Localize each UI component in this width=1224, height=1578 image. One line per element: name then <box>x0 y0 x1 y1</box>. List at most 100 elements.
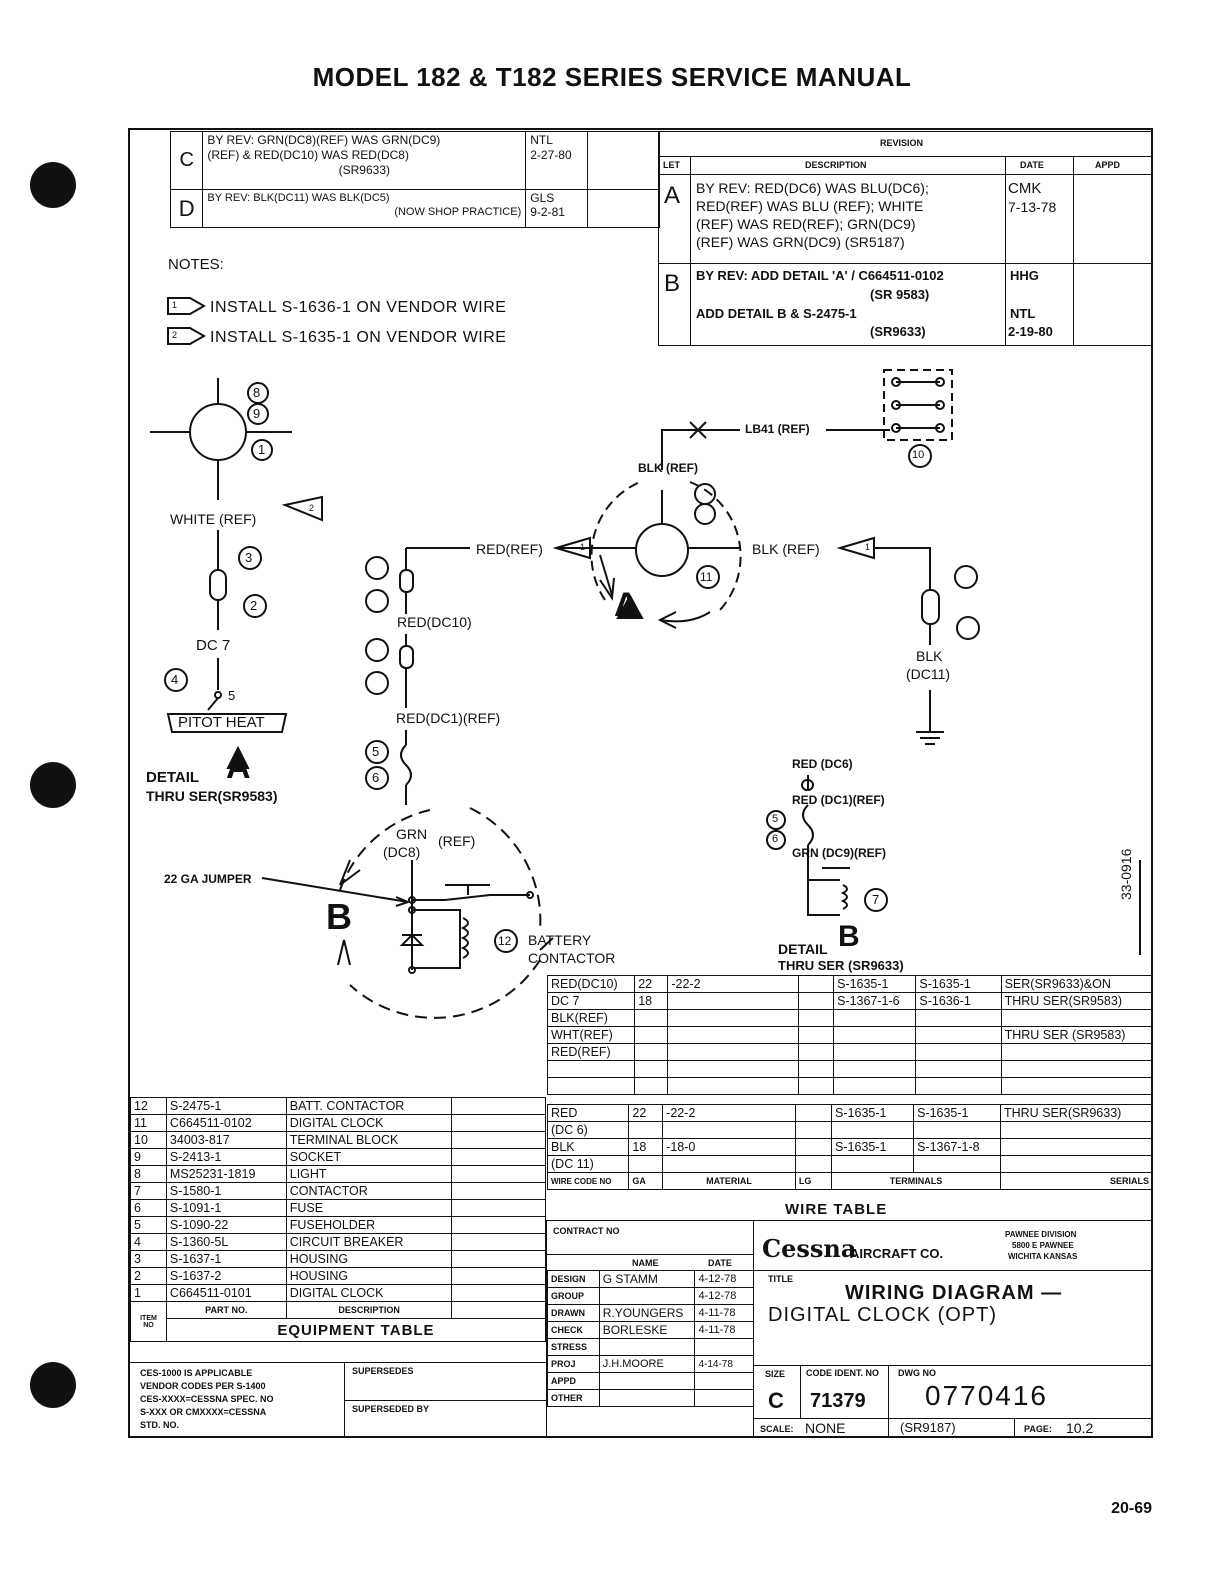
note-2-flag: 2 <box>172 330 178 340</box>
code-ident: 71379 <box>810 1390 866 1412</box>
rev-letter: D <box>169 189 204 228</box>
balloon-1: 1 <box>258 442 266 457</box>
revision-table-right <box>658 131 1153 346</box>
label-lb41: LB41 (REF) <box>745 422 810 436</box>
balloon-3: 3 <box>245 550 253 565</box>
detail-a-letter: A <box>226 748 251 786</box>
balloon-5b: 5 <box>772 813 779 825</box>
label-grn-ref: (REF) <box>438 833 476 849</box>
table-row: OTHER <box>547 1389 754 1407</box>
balloon-7: 7 <box>872 892 880 907</box>
balloon-2: 2 <box>250 598 258 613</box>
table-row: (DC 11) <box>546 1155 1154 1173</box>
label-blk-dc11-1: BLK <box>916 648 943 664</box>
label-contactor: CONTACTOR <box>528 950 616 966</box>
label-dc7: DC 7 <box>196 637 231 654</box>
rev-letter-a: A <box>664 182 681 209</box>
side-code: 33-0916 <box>1118 848 1134 900</box>
label-red-dc10: RED(DC10) <box>397 614 472 630</box>
label-red-dc1-ref-b: RED (DC1)(REF) <box>792 793 885 807</box>
drawing-title-1: WIRING DIAGRAM — <box>845 1282 1063 1304</box>
flag-2-white: 2 <box>309 503 315 513</box>
detail-b-letter: B <box>838 920 860 953</box>
supersedes: SUPERSEDES <box>352 1366 414 1376</box>
balloon-5: 5 <box>372 744 380 759</box>
rev-by-date: NTL 2-27-80 <box>525 131 588 190</box>
rev-description: BY REV: GRN(DC8)(REF) WAS GRN(DC9) (REF)… <box>202 131 527 190</box>
binder-hole-bottom <box>30 1362 76 1408</box>
balloon-10: 10 <box>912 449 925 461</box>
revision-header: REVISION <box>880 138 924 148</box>
rev-approval <box>586 131 661 190</box>
detail-b-arrow-letter: B <box>326 896 352 937</box>
drawing-number: 0770416 <box>925 1380 1049 1411</box>
cessna-logo: Cessna <box>762 1234 857 1263</box>
table-row: RED(REF) <box>546 1043 1154 1061</box>
aircraft-co: AIRCRAFT CO. <box>850 1246 944 1261</box>
label-red-dc6: RED (DC6) <box>792 757 853 771</box>
table-row: WHT(REF)THRU SER (SR9583) <box>546 1026 1154 1044</box>
rev-letter-b: B <box>664 270 681 297</box>
label-blk-ref: BLK (REF) <box>752 541 820 557</box>
label-jumper: 22 GA JUMPER <box>164 872 252 886</box>
title-block-ref: (SR9187) <box>900 1420 956 1435</box>
detail-a-thru: THRU SER(SR9583) <box>146 788 278 804</box>
balloon-4: 4 <box>171 672 179 687</box>
detail-b-thru: THRU SER (SR9633) <box>778 958 904 973</box>
equipment-table-title: EQUIPMENT TABLE <box>165 1318 547 1342</box>
wire-table-header: WIRE CODE NO GA MATERIAL LG TERMINALS SE… <box>546 1172 1154 1190</box>
note-1: INSTALL S-1636-1 ON VENDOR WIRE <box>210 299 507 316</box>
table-row: APPD <box>547 1372 754 1390</box>
flag-1-red: 1 <box>580 542 586 552</box>
drawing-frame <box>128 128 1153 1438</box>
balloon-6b: 6 <box>772 833 779 845</box>
table-row: BLK(REF) <box>546 1009 1154 1027</box>
scale-value: NONE <box>805 1420 846 1436</box>
note-2: INSTALL S-1635-1 ON VENDOR WIRE <box>210 329 507 346</box>
detail-b-label: DETAIL <box>778 941 828 957</box>
label-red-ref: RED(REF) <box>476 541 543 557</box>
binder-hole-middle <box>30 762 76 808</box>
note-1-flag: 1 <box>172 300 178 310</box>
contract-no: CONTRACT NO <box>553 1226 620 1236</box>
balloon-6: 6 <box>372 770 380 785</box>
balloon-11: 11 <box>700 570 713 584</box>
flag-1-blk: 1 <box>865 542 871 552</box>
label-blk-ref-top: BLK (REF) <box>638 461 698 475</box>
size-value: C <box>768 1388 784 1413</box>
label-grn: GRN <box>396 826 428 842</box>
footer-page-number: 20-69 <box>1111 1500 1152 1517</box>
label-pitot-heat: PITOT HEAT <box>178 714 265 731</box>
balloon-8: 8 <box>253 385 261 400</box>
label-battery: BATTERY <box>528 932 592 948</box>
detail-a-label: DETAIL <box>146 769 200 786</box>
label-pin5: 5 <box>228 688 236 703</box>
binder-hole-top <box>30 162 76 208</box>
label-grn-dc9-ref: GRN (DC9)(REF) <box>792 846 886 860</box>
label-blk-dc11-2: (DC11) <box>906 666 951 682</box>
label-dc8: (DC8) <box>383 844 421 860</box>
superseded-by: SUPERSEDED BY <box>352 1404 430 1414</box>
wire-table-title: WIRE TABLE <box>785 1201 888 1218</box>
